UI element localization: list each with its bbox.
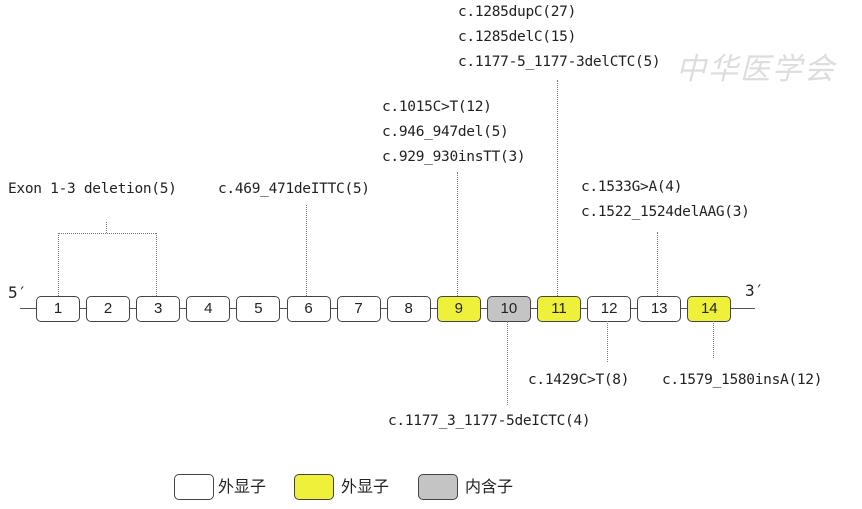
annotation-exon9: c.929_930insTT(3) <box>382 149 526 165</box>
annotation-exon14: c.1579_1580insA(12) <box>662 372 823 388</box>
connector-line <box>156 233 157 296</box>
exon-box-6: 6 <box>286 296 331 322</box>
annotation-exon1-3: Exon 1-3 deletion(5) <box>8 181 177 197</box>
connector-line <box>306 205 307 296</box>
connector-line <box>58 233 156 234</box>
connector-line <box>507 321 508 405</box>
five-prime-label: 5′ <box>8 283 27 302</box>
legend-label: 内含子 <box>465 477 514 496</box>
exon-box-12: 12 <box>587 296 632 322</box>
exon-box-13: 13 <box>637 296 682 322</box>
exon-box-7: 7 <box>336 296 381 322</box>
exon-box-10: 10 <box>486 296 531 322</box>
annotation-exon13: c.1522_1524delAAG(3) <box>581 204 750 220</box>
exon-box-5: 5 <box>236 296 281 322</box>
annotation-exon11: c.1285delC(15) <box>458 29 577 45</box>
watermark: 中华医学会 <box>676 52 836 87</box>
connector-line <box>607 321 608 362</box>
annotation-exon9: c.946_947del(5) <box>382 124 509 140</box>
annotation-intron10: c.1177_3_1177-5deICTC(4) <box>388 413 591 429</box>
legend-swatch-yellow <box>294 474 334 500</box>
exon-box-1: 1 <box>36 296 80 322</box>
legend-swatch-gray <box>418 474 458 500</box>
connector-line <box>58 233 59 296</box>
legend-swatch-white <box>174 474 214 500</box>
exon-box-2: 2 <box>86 296 131 322</box>
three-prime-label: 3′ <box>745 281 764 300</box>
exon-box-11: 11 <box>537 296 581 322</box>
exon-box-3: 3 <box>136 296 181 322</box>
annotation-exon11: c.1285dupC(27) <box>458 4 577 20</box>
legend-label: 外显子 <box>218 477 267 496</box>
exon-box-14: 14 <box>687 296 732 322</box>
annotation-exon12: c.1429C>T(8) <box>528 372 630 388</box>
exon-box-9: 9 <box>436 296 481 322</box>
connector-line <box>106 222 107 233</box>
connector-line <box>557 80 558 296</box>
annotation-exon9: c.1015C>T(12) <box>382 99 492 115</box>
exon-box-4: 4 <box>186 296 231 322</box>
exon-box-8: 8 <box>386 296 431 322</box>
annotation-exon13: c.1533G>A(4) <box>581 179 683 195</box>
connector-line <box>657 232 658 296</box>
connector-line <box>713 321 714 358</box>
annotation-exon6: c.469_471deITTC(5) <box>218 181 370 197</box>
connector-line <box>457 172 458 296</box>
annotation-exon11: c.1177-5_1177-3delCTC(5) <box>458 54 661 70</box>
legend-label: 外显子 <box>341 477 390 496</box>
